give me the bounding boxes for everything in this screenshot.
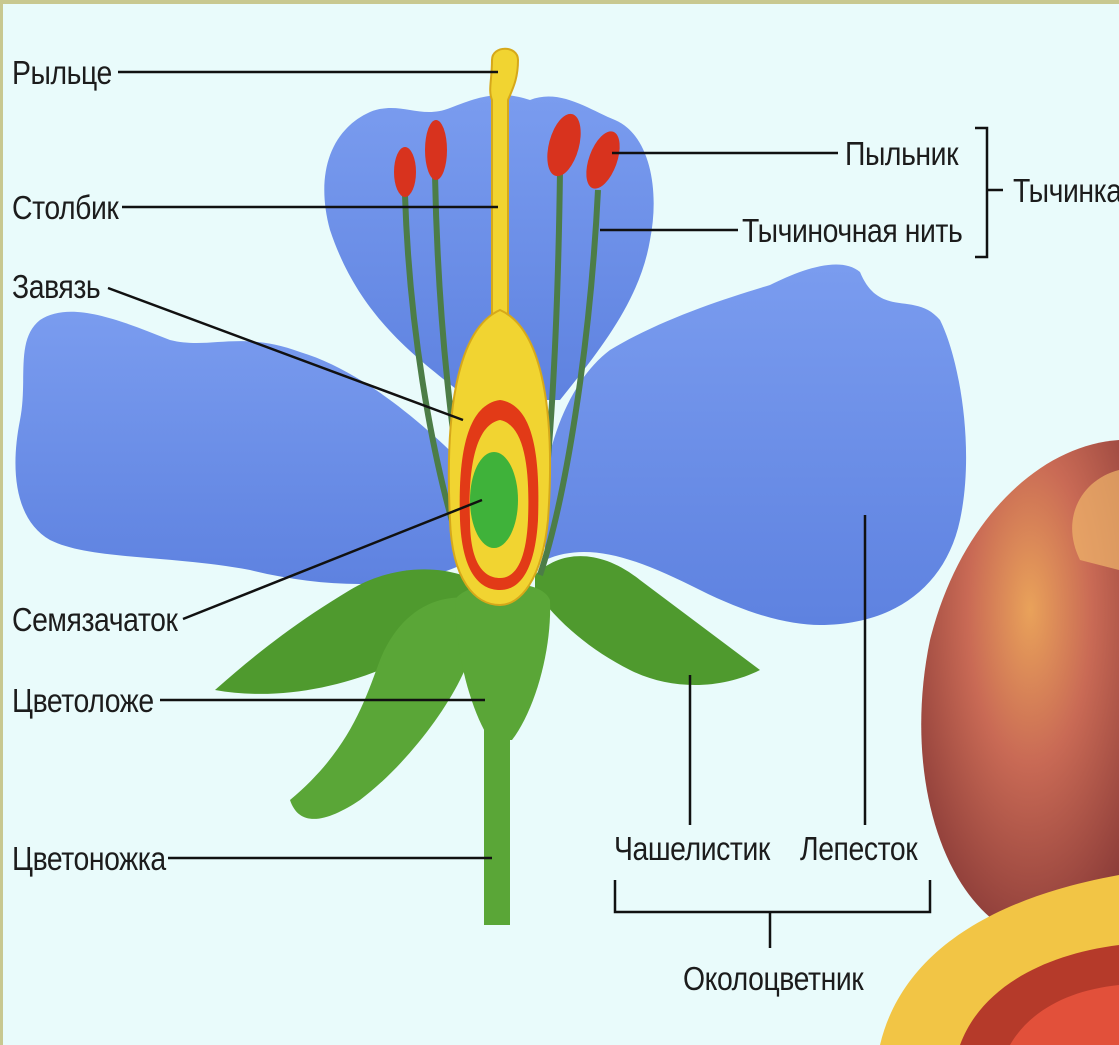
label-anther: Пыльник	[845, 137, 958, 170]
receptacle-shape	[455, 583, 550, 740]
left-petal	[15, 312, 470, 584]
label-stigma: Рыльце	[12, 56, 112, 89]
label-ovary: Завязь	[12, 270, 100, 303]
label-perianth: Околоцветник	[683, 962, 863, 995]
label-stamen: Тычинка	[1013, 174, 1119, 207]
pedicel-stem	[484, 730, 510, 925]
label-petal: Лепесток	[800, 832, 917, 865]
label-sepal: Чашелистик	[614, 832, 770, 865]
label-filament: Тычиночная нить	[742, 214, 962, 247]
label-ovule: Семязачаток	[12, 603, 177, 636]
label-receptacle: Цветоложе	[12, 684, 154, 717]
label-style: Столбик	[12, 191, 118, 224]
label-pedicel: Цветоножка	[12, 842, 166, 875]
